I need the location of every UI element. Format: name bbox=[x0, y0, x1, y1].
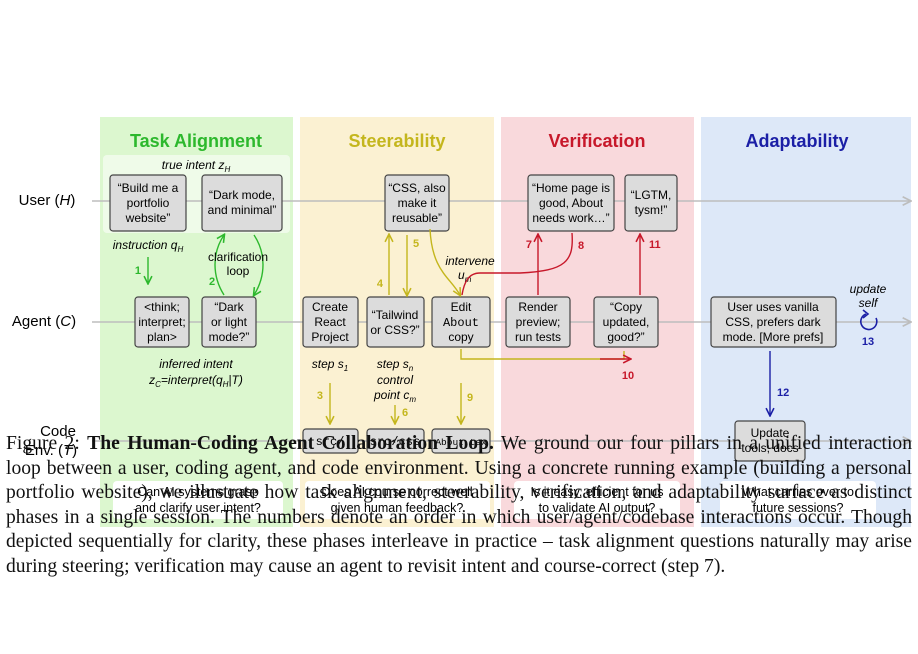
box-about-tsx: About.tsx bbox=[431, 428, 491, 454]
arrow-step-2-up bbox=[214, 235, 224, 296]
step-6-label: 6 bbox=[402, 407, 408, 419]
caption-label: Figure 2: bbox=[6, 433, 88, 454]
step-1-label: 1 bbox=[135, 265, 141, 277]
step-5-label: 5 bbox=[413, 238, 419, 250]
caption-title: The Human-Coding Agent Collaboration Loo… bbox=[87, 433, 494, 454]
user-lane-label: User (H) bbox=[19, 192, 76, 209]
step-2-label: 2 bbox=[209, 276, 215, 288]
svg-text:“LGTM,tysm!”: “LGTM,tysm!” bbox=[631, 188, 672, 217]
svg-text:About.tsx: About.tsx bbox=[435, 437, 487, 448]
control-point-label: control bbox=[377, 373, 413, 387]
intervene-label: intervene bbox=[445, 254, 495, 268]
figure-caption: Figure 2: The Human-Coding Agent Collabo… bbox=[6, 432, 912, 579]
step-sn-label: step sn bbox=[377, 357, 414, 373]
intervene-u-label: um bbox=[458, 268, 472, 284]
box-src-css: src/css bbox=[366, 428, 425, 454]
box-dark-mode: “Dark mode,and minimal” bbox=[201, 174, 283, 232]
inferred-intent-formula: zC=interpret(qH|T) bbox=[148, 373, 243, 389]
step-8-label: 8 bbox=[578, 240, 584, 252]
step-13-label: 13 bbox=[862, 336, 874, 348]
true-intent-label: true intent zH bbox=[162, 158, 231, 174]
box-src: src/ bbox=[302, 428, 359, 454]
step-7-label: 7 bbox=[526, 239, 532, 251]
code-lane-label: Code bbox=[40, 423, 76, 440]
step-10-label: 10 bbox=[622, 370, 634, 382]
step-9-label: 9 bbox=[467, 392, 473, 404]
box-lgtm: “LGTM,tysm!” bbox=[624, 174, 678, 232]
steerability-title: Steerability bbox=[348, 131, 445, 151]
inferred-intent-label: inferred intent bbox=[159, 357, 233, 371]
caption-body: We ground our four pillars in a unified … bbox=[6, 433, 912, 577]
step-3-label: 3 bbox=[317, 390, 323, 402]
verification-title: Verification bbox=[548, 131, 645, 151]
arrow-step-8 bbox=[461, 232, 573, 296]
arrow-clarification-down bbox=[254, 234, 264, 295]
task-alignment-title: Task Alignment bbox=[130, 131, 262, 151]
svg-text:“Dark mode,and minimal”: “Dark mode,and minimal” bbox=[208, 188, 277, 217]
step-11-label: 11 bbox=[649, 239, 661, 251]
svg-text:src/: src/ bbox=[316, 435, 345, 449]
step-s1-label: step s1 bbox=[312, 357, 348, 373]
step-4-label: 4 bbox=[377, 278, 384, 290]
svg-text:<think;interpret;plan>: <think;interpret;plan> bbox=[138, 300, 185, 344]
control-point-2-label: point cm bbox=[373, 388, 416, 404]
agent-lane-label: Agent (C) bbox=[12, 313, 76, 330]
instruction-label: instruction qH bbox=[113, 238, 184, 254]
svg-text:src/css: src/css bbox=[370, 435, 420, 449]
box-think: <think;interpret;plan> bbox=[134, 296, 190, 348]
step-12-label: 12 bbox=[777, 387, 789, 399]
refresh-icon bbox=[860, 309, 878, 331]
arrow-intervene bbox=[429, 228, 460, 295]
code-lane-label-2: Env. (T) bbox=[25, 442, 77, 459]
adaptability-title: Adaptability bbox=[745, 131, 848, 151]
